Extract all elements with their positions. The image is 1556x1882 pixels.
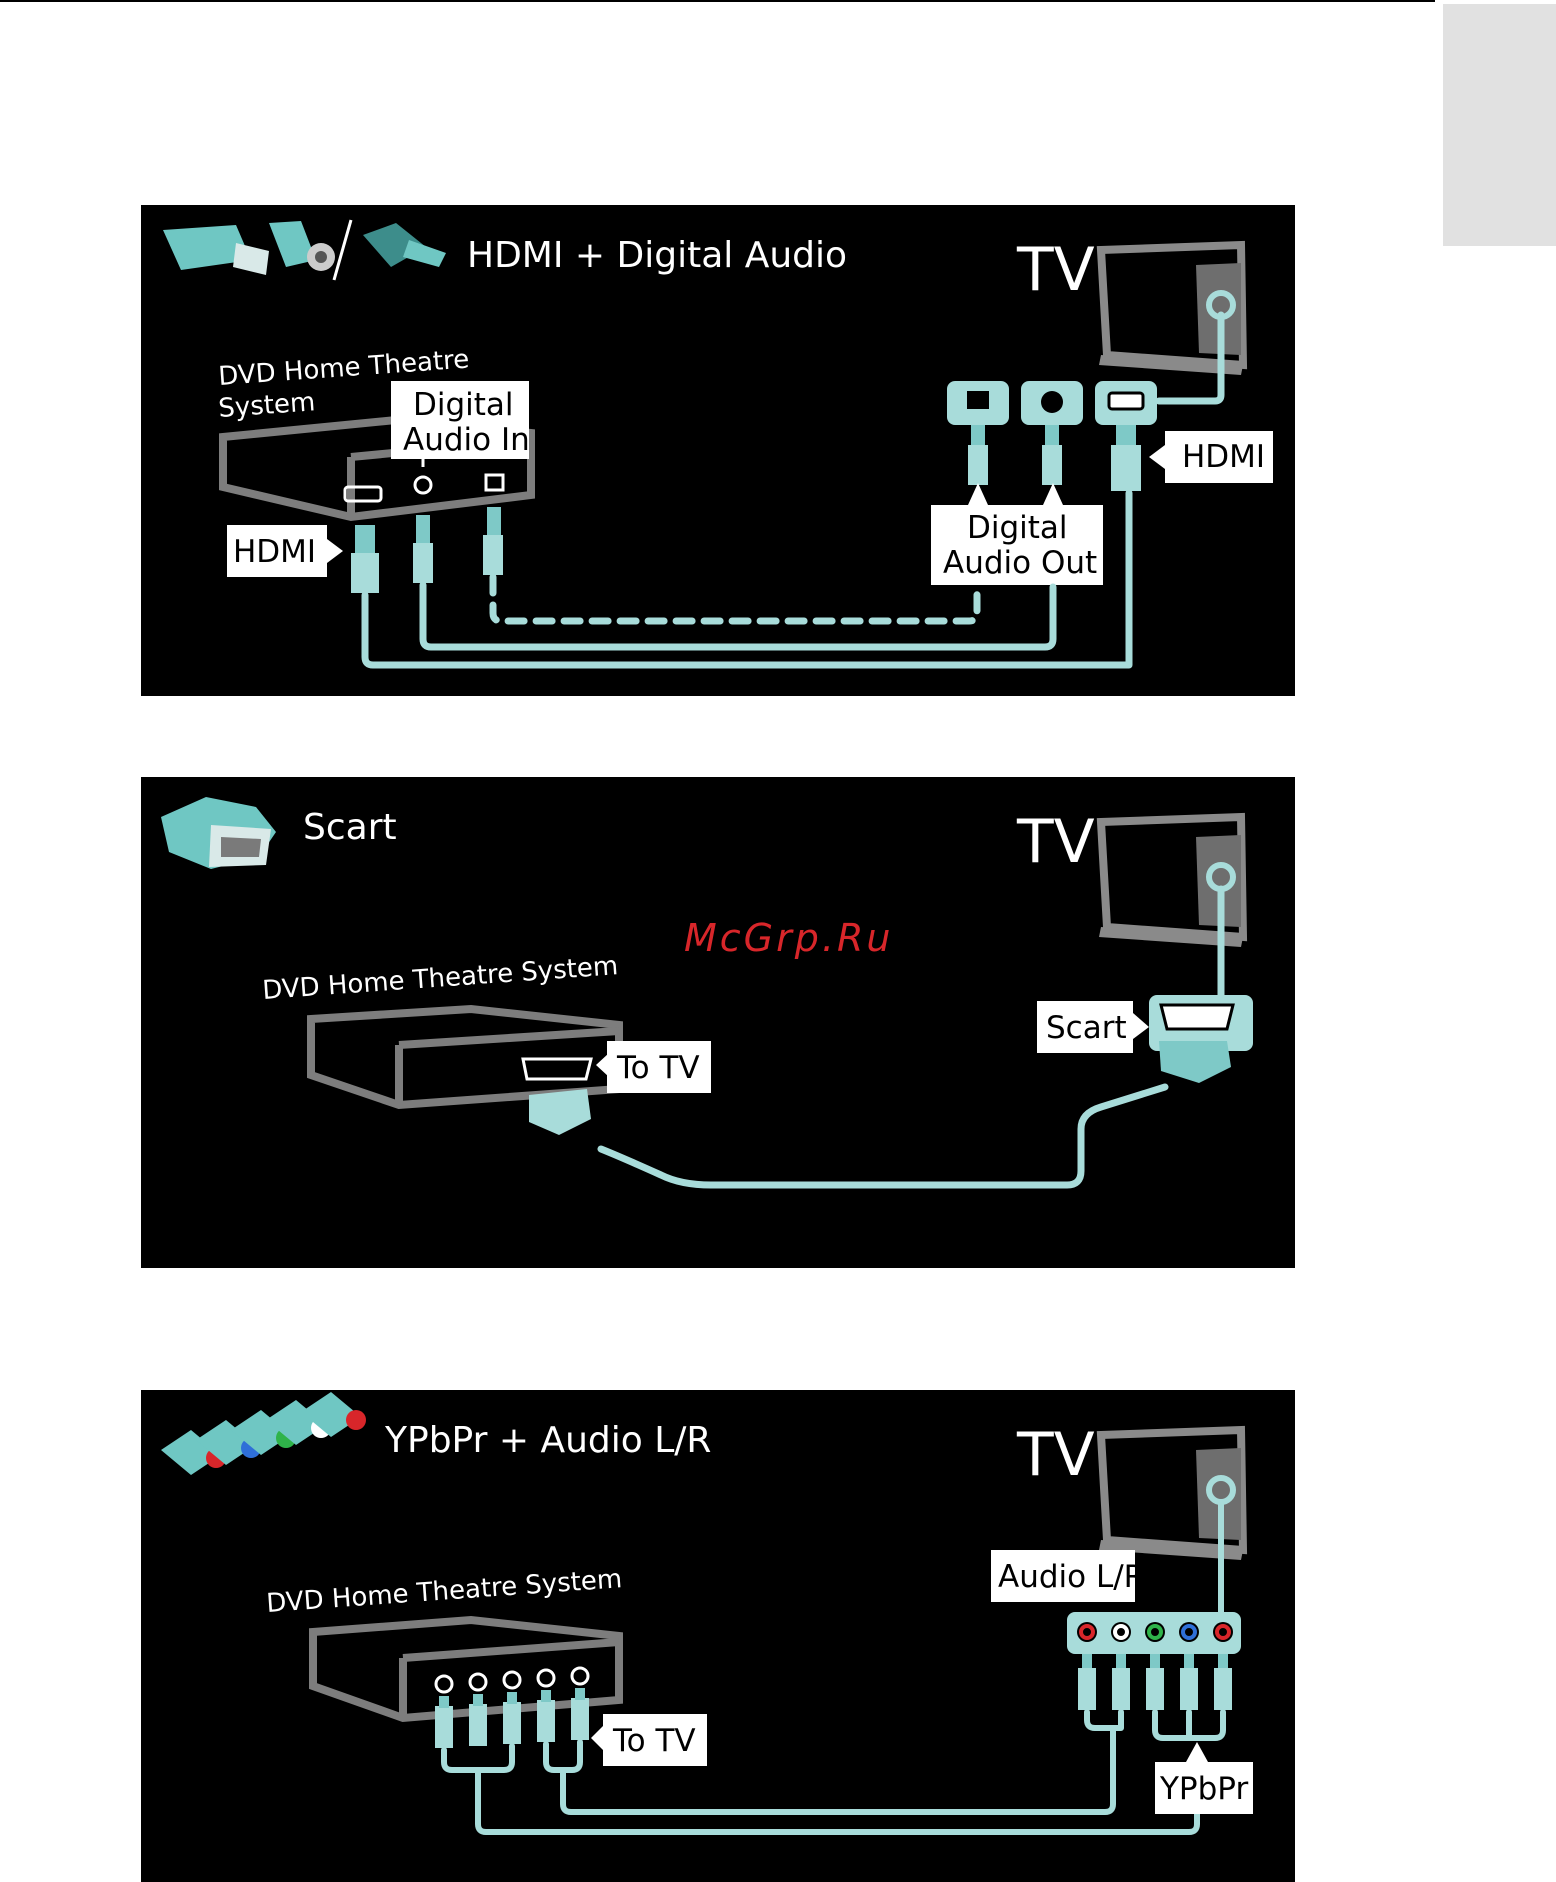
slash-divider (334, 220, 351, 280)
device-scart-plug-icon (529, 1089, 591, 1135)
panel-hdmi-digital-audio: HDMI + Digital Audio TV DVD Home Theatre… (141, 205, 1295, 696)
device-coax-port-icon (415, 477, 431, 493)
scart-label: Scart (1046, 1010, 1127, 1046)
tv-label: TV (1016, 235, 1095, 305)
panel-ypbpr-audio: YPbPr + Audio L/R TV DVD Home Theatre Sy… (141, 1390, 1295, 1882)
device-label-line2: System (217, 387, 316, 424)
to-tv-label: To TV (612, 1723, 696, 1759)
tv-optical-plug-icon (968, 445, 988, 485)
tv-rca-plugs-icon (1078, 1654, 1232, 1710)
tv-hdmi-plug-icon (1111, 445, 1141, 491)
device-coax-plug-icon (416, 515, 430, 543)
tv-coax-plug-icon (1042, 445, 1062, 485)
panel-title: YPbPr + Audio L/R (384, 1420, 711, 1461)
to-tv-label: To TV (616, 1050, 700, 1086)
digital-audio-out-label-2: Audio Out (943, 545, 1097, 581)
side-tab (1443, 4, 1556, 246)
digital-audio-in-label: Digital (413, 387, 514, 423)
device-optical-plug-icon (487, 507, 501, 535)
watermark: McGrp.Ru (684, 916, 893, 960)
hdmi-diagram: HDMI + Digital Audio TV DVD Home Theatre… (141, 205, 1295, 696)
tv-label: TV (1016, 1420, 1095, 1490)
device-hdmi-plug-icon (355, 525, 375, 553)
optical-plug-icon (363, 223, 446, 267)
scart-plug-icon (161, 797, 276, 869)
panel-title: Scart (303, 807, 397, 848)
device-label: DVD Home Theatre System (265, 1564, 623, 1619)
hdmi-plug-icon (163, 225, 269, 275)
tv-scart-plug-icon (1159, 1041, 1231, 1083)
panel-title: HDMI + Digital Audio (467, 235, 847, 276)
ypbpr-label: YPbPr (1159, 1771, 1248, 1807)
digital-audio-in-label-2: Audio In (403, 422, 530, 458)
digital-audio-out-label: Digital (967, 510, 1068, 546)
coax-plug-icon (269, 221, 335, 271)
panel-scart: Scart TV DVD Home Theatre System To TV S… (141, 777, 1295, 1268)
top-rule (0, 0, 1435, 2)
tv-label: TV (1016, 807, 1095, 877)
audio-lr-label: Audio L/R (998, 1559, 1145, 1595)
rca-plugs-icon (161, 1392, 366, 1475)
tv-hdmi-label: HDMI (1182, 439, 1265, 475)
scart-diagram: Scart TV DVD Home Theatre System To TV S… (141, 777, 1295, 1268)
device-scart-port-icon (523, 1059, 591, 1079)
device-optical-port-icon (486, 475, 503, 490)
device-hdmi-label: HDMI (233, 534, 316, 570)
ypbpr-diagram: YPbPr + Audio L/R TV DVD Home Theatre Sy… (141, 1390, 1295, 1882)
device-rca-plugs-icon (435, 1688, 589, 1748)
device-rca-ports-icon (436, 1668, 588, 1692)
device-label: DVD Home Theatre System (261, 951, 619, 1006)
